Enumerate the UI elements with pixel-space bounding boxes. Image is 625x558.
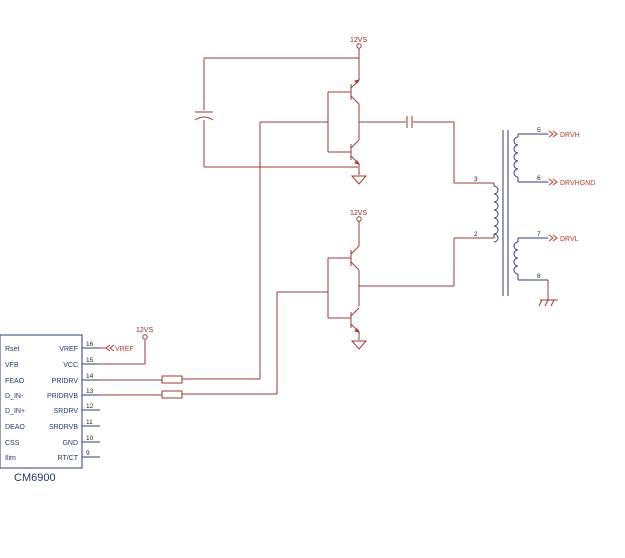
ic-pin-number: 11 xyxy=(86,419,93,426)
ic-cm6900 xyxy=(0,334,100,469)
ic-pin-label: D_IN- xyxy=(5,393,24,400)
supply-terminal-ic xyxy=(142,334,148,340)
ic-pin-number: 12 xyxy=(86,403,94,410)
ic-pin-number: 16 xyxy=(86,341,94,348)
ic-pin-label: FEAO xyxy=(5,378,25,385)
net-port-icon xyxy=(548,130,558,138)
ic-pin-label: VCC xyxy=(63,362,78,369)
ic-pin-label: DEAO xyxy=(5,424,25,431)
ic-pin-number: 9 xyxy=(86,450,90,457)
top-half-bridge xyxy=(194,43,494,379)
capacitor-icon xyxy=(194,111,214,121)
pnp-transistor-icon xyxy=(350,139,361,165)
supply-terminal-top xyxy=(356,43,362,49)
ic-pin-label: Rset xyxy=(5,346,19,353)
net-label-12vs-ic: 12VS xyxy=(136,327,153,334)
ic-pin-number: 13 xyxy=(86,388,94,395)
ic-pin-label: SRDRV xyxy=(54,408,79,415)
transformer-pin-8: 8 xyxy=(537,273,541,280)
ic-pin-label: CSS xyxy=(5,440,20,447)
transformer-icon xyxy=(493,130,548,296)
net-port-icon xyxy=(548,234,558,242)
ic-pin-label: PRIDRV xyxy=(52,378,79,385)
net-label-drvl: DRVL xyxy=(560,236,579,243)
ic-name: CM6900 xyxy=(14,472,56,484)
ic-pin-label: VREF xyxy=(59,346,78,353)
capacitor-icon xyxy=(406,116,413,128)
npn-transistor-icon xyxy=(350,245,360,271)
net-label-drvhgnd: DRVHGND xyxy=(560,180,595,187)
npn-transistor-icon xyxy=(350,79,361,105)
net-label-12vs-mid: 12VS xyxy=(350,210,367,217)
transformer-pin-7: 7 xyxy=(537,231,541,238)
supply-terminal-mid xyxy=(356,216,362,222)
ic-pin-label: GND xyxy=(62,440,78,447)
ic-pin-number: 14 xyxy=(86,373,94,380)
ic-pin-label: SRDRVB xyxy=(49,424,78,431)
net-label-vref: VREF xyxy=(115,346,134,353)
ic-pin-label: PRIDRVB xyxy=(47,393,78,400)
ground-icon xyxy=(350,340,368,350)
ic-pin-label: RT/CT xyxy=(58,455,79,462)
net-port-icon xyxy=(105,344,115,352)
ground-icon xyxy=(538,299,558,307)
transformer-pin-6: 6 xyxy=(537,175,541,182)
transformer-pin-2: 2 xyxy=(474,231,478,238)
pnp-transistor-icon xyxy=(350,307,361,333)
resistor-icon xyxy=(161,375,183,384)
resistor-icon xyxy=(161,390,183,399)
net-label-12vs-top: 12VS xyxy=(350,37,367,44)
transformer-pin-5: 5 xyxy=(537,127,541,134)
ic-pin-label: D_IN+ xyxy=(5,408,25,415)
transformer-pin-3: 3 xyxy=(474,176,478,183)
ground-icon xyxy=(350,175,368,185)
ic-pin-number: 15 xyxy=(86,357,94,364)
ic-pin-number: 10 xyxy=(86,435,94,442)
net-label-drvh: DRVH xyxy=(560,132,580,139)
ic-pin-label: VFB xyxy=(5,362,19,369)
net-port-icon xyxy=(548,178,558,186)
ic-pin-label: Ilim xyxy=(5,455,16,462)
lower-half-bridge xyxy=(276,216,494,394)
